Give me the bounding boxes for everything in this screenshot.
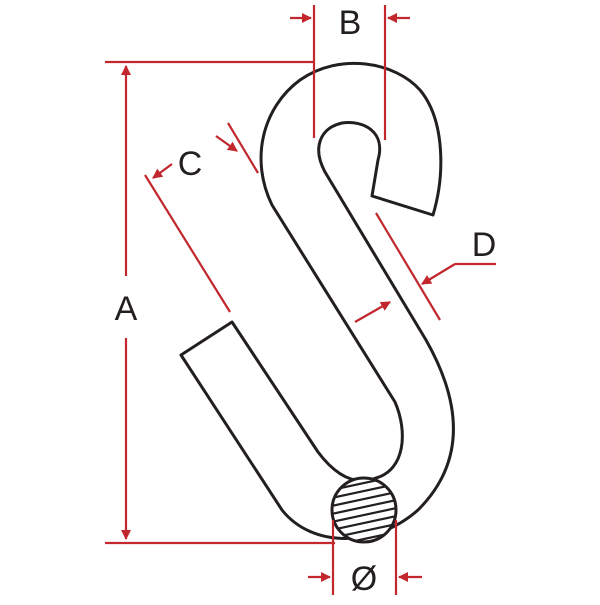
dimension-lines	[105, 5, 496, 595]
dim-diameter-label: Ø	[351, 560, 377, 598]
dim-c-label: C	[178, 145, 203, 183]
dim-a-label: A	[115, 290, 138, 328]
dim-c-arrow-right	[215, 135, 238, 152]
dim-c-ext-inner	[227, 122, 259, 174]
s-hook-outline	[179, 61, 455, 540]
dim-c-ext-outer	[144, 174, 231, 313]
dim-b-label: B	[339, 4, 362, 42]
dim-d-arrow-outer-tip	[421, 263, 456, 285]
dim-c-arrow-left	[152, 163, 173, 179]
wire-cross-section	[330, 476, 398, 544]
dim-d-arrow-inner	[354, 301, 391, 323]
dim-d-ext	[375, 212, 441, 321]
dim-d-label: D	[472, 226, 497, 264]
